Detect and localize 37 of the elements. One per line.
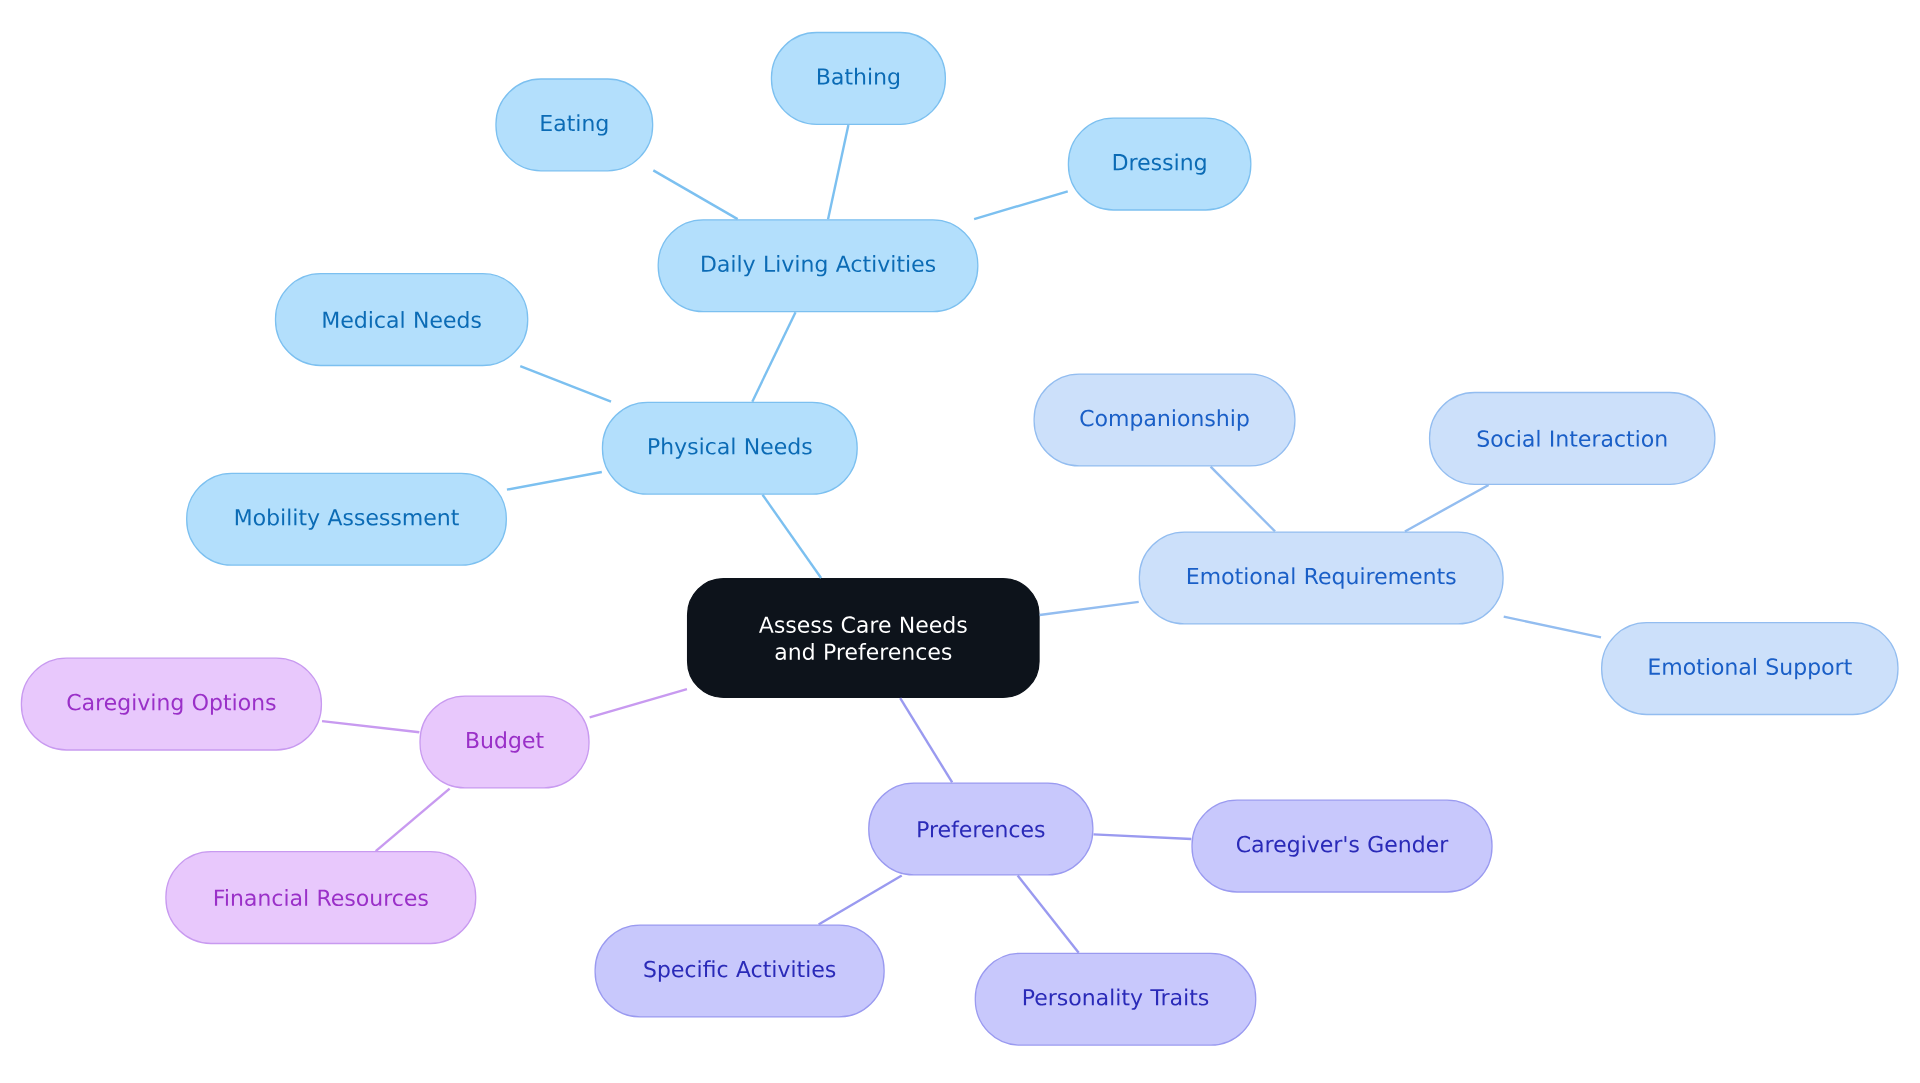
connector-line <box>589 687 688 719</box>
connector-line <box>899 697 954 784</box>
topic-box: Emotional Support <box>1601 622 1899 716</box>
topic-box: Emotional Requirements <box>1138 531 1504 625</box>
connector-line <box>519 365 612 403</box>
topic-box: Social Interaction <box>1428 391 1716 485</box>
topic-box: Companionship <box>1033 373 1296 467</box>
connector-line <box>1209 465 1276 533</box>
connector-line <box>506 470 603 491</box>
connector-line <box>761 494 823 579</box>
topic-box: Bathing <box>770 31 946 125</box>
topic-box: Caregiving Options <box>20 657 323 751</box>
topic-box: Personality Traits <box>974 952 1257 1046</box>
connector-line <box>1039 600 1139 617</box>
connector-line <box>973 190 1069 221</box>
connector-line <box>321 719 420 734</box>
topic-box: Specific Activities <box>594 924 885 1018</box>
connector-line <box>818 874 903 926</box>
topic-box: Caregiver's Gender <box>1191 799 1493 893</box>
connector-line <box>652 169 739 221</box>
connector-line <box>1093 833 1192 841</box>
topic-box: Dressing <box>1067 117 1252 211</box>
topic-box: Budget <box>419 695 590 789</box>
topic-box: Financial Resources <box>165 851 477 945</box>
topic-box: Mobility Assessment <box>186 472 507 566</box>
connector-line <box>1503 615 1602 639</box>
connector-line <box>751 311 797 403</box>
connector-line <box>1016 874 1080 954</box>
topic-box: Preferences <box>868 782 1094 876</box>
central-topic-box: Assess Care Needs and Preferences <box>686 577 1040 699</box>
topic-box: Eating <box>495 78 654 172</box>
connector-line <box>374 787 451 852</box>
connector-line <box>1404 483 1490 533</box>
topic-box: Daily Living Activities <box>657 219 979 313</box>
topic-box: Medical Needs <box>274 273 529 367</box>
connector-line <box>826 124 850 220</box>
topic-box: Physical Needs <box>601 401 858 495</box>
